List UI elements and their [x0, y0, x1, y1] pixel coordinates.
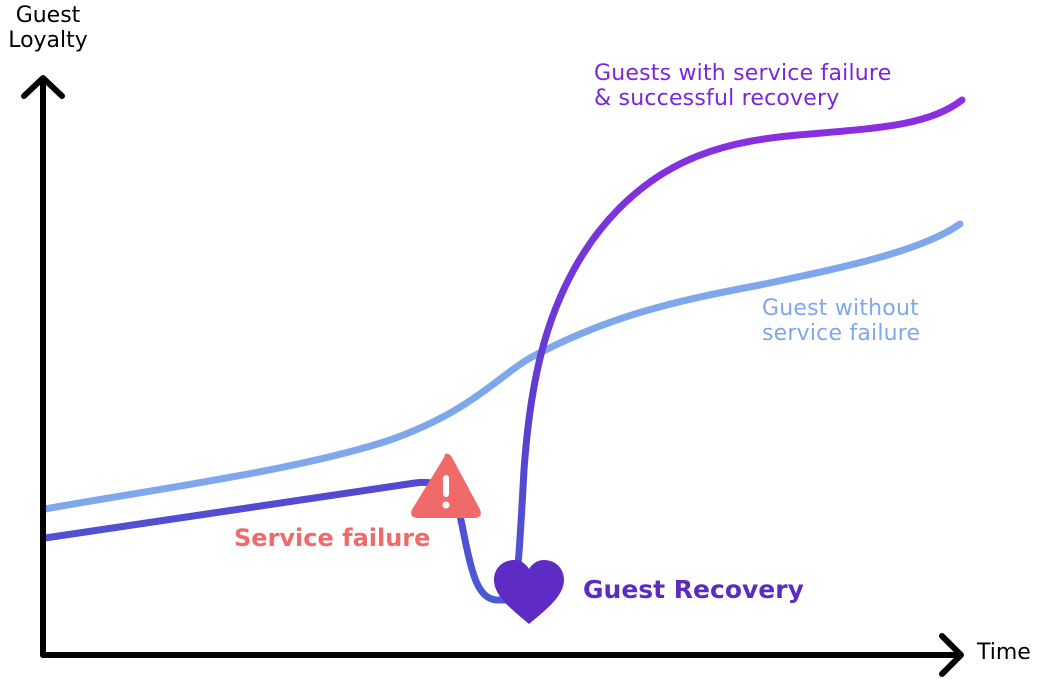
recovery-series-label-line2: & successful recovery — [594, 85, 840, 111]
y-axis-label-line1: Guest — [15, 3, 81, 28]
service-failure-label: Service failure — [234, 524, 431, 552]
guest-recovery-label: Guest Recovery — [583, 575, 804, 604]
without-failure-series-label: Guest without service failure — [762, 296, 921, 346]
warning-triangle-icon — [411, 453, 481, 518]
heart-icon — [494, 560, 564, 624]
line-without-failure — [41, 220, 964, 513]
recovery-series-label-line1: Guests with service failure — [594, 61, 892, 86]
without-failure-label-line2: service failure — [762, 320, 921, 346]
x-axis-label: Time — [977, 640, 1031, 665]
without-failure-label-line1: Guest without — [762, 296, 919, 321]
y-axis-arrowhead — [21, 75, 65, 99]
x-axis-arrowhead — [939, 633, 964, 677]
line-with-recovery — [41, 96, 966, 604]
y-axis-label-line2: Loyalty — [8, 27, 88, 53]
y-axis-label: Guest Loyalty — [2, 3, 94, 53]
recovery-series-label: Guests with service failure & successful… — [594, 61, 892, 111]
